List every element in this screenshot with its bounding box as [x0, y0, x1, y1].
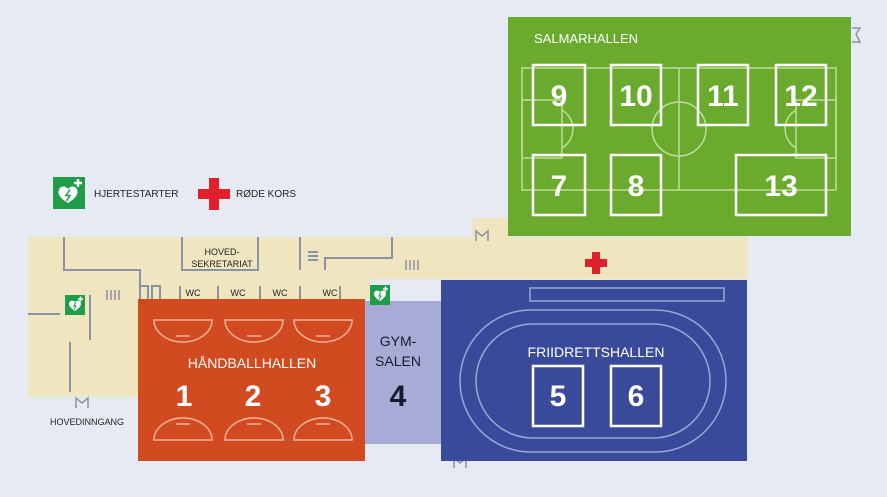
court-8-label: 8 — [628, 170, 645, 203]
aed-legend-icon — [53, 177, 85, 209]
hovedinngang-label: HOVEDINNGANG — [50, 417, 124, 427]
court-13 — [734, 153, 828, 217]
court-5-label: 5 — [550, 380, 567, 413]
salmarhallen: SALMARHALLEN 9 10 11 12 7 8 13 — [508, 17, 851, 236]
stairs-icon — [106, 260, 419, 300]
handballhallen-title: HÅNDBALLHALLEN — [188, 355, 316, 371]
gymsalen: GYM- SALEN 4 — [365, 301, 441, 444]
corridor-area — [28, 218, 748, 397]
court-7-label: 7 — [551, 170, 568, 203]
door-icon — [75, 27, 862, 468]
court-9 — [531, 63, 587, 127]
wc-label: WC — [186, 288, 201, 298]
court-6-label: 6 — [628, 380, 645, 413]
wc-label: WC — [231, 288, 246, 298]
friidrettshallen-title: FRIIDRETTSHALLEN — [528, 344, 665, 360]
wc-row: WC WC WC WC — [186, 288, 338, 298]
court-3-label: 3 — [315, 380, 332, 413]
handballhallen: HÅNDBALLHALLEN 1 2 3 — [138, 299, 365, 461]
court-12 — [774, 63, 828, 127]
court-6 — [609, 364, 663, 428]
wc-label: WC — [323, 288, 338, 298]
red-cross-legend-icon — [198, 178, 230, 210]
court-11-label: 11 — [707, 80, 739, 113]
hovedsekretariat-label-line2: SEKRETARIAT — [191, 259, 253, 269]
wc-label: WC — [273, 288, 288, 298]
court-1-label: 1 — [176, 380, 193, 413]
legend: HJERTESTARTER RØDE KORS — [53, 177, 296, 210]
court-12-label: 12 — [784, 80, 817, 113]
aed-legend-label: HJERTESTARTER — [94, 189, 178, 200]
salmarhallen-title: SALMARHALLEN — [534, 31, 638, 46]
court-7 — [531, 153, 587, 217]
court-10-label: 10 — [619, 80, 652, 113]
gymsalen-title-line1: GYM- — [380, 333, 417, 349]
red-cross-legend-label: RØDE KORS — [236, 189, 296, 200]
red-cross-icon — [585, 252, 607, 274]
hovedsekretariat-label-line1: HOVED- — [204, 247, 239, 257]
court-8 — [609, 153, 663, 217]
friidrettshallen: FRIIDRETTSHALLEN 5 6 — [441, 280, 747, 461]
aed-icon — [370, 285, 390, 305]
court-10 — [609, 63, 663, 127]
court-11 — [696, 63, 750, 127]
court-4-label: 4 — [390, 380, 407, 413]
court-2-label: 2 — [245, 380, 262, 413]
court-13-label: 13 — [764, 170, 797, 203]
gymsalen-title-line2: SALEN — [375, 353, 421, 369]
walls — [28, 237, 393, 392]
aed-icon — [65, 295, 85, 315]
court-9-label: 9 — [551, 80, 568, 113]
court-5 — [531, 364, 585, 428]
